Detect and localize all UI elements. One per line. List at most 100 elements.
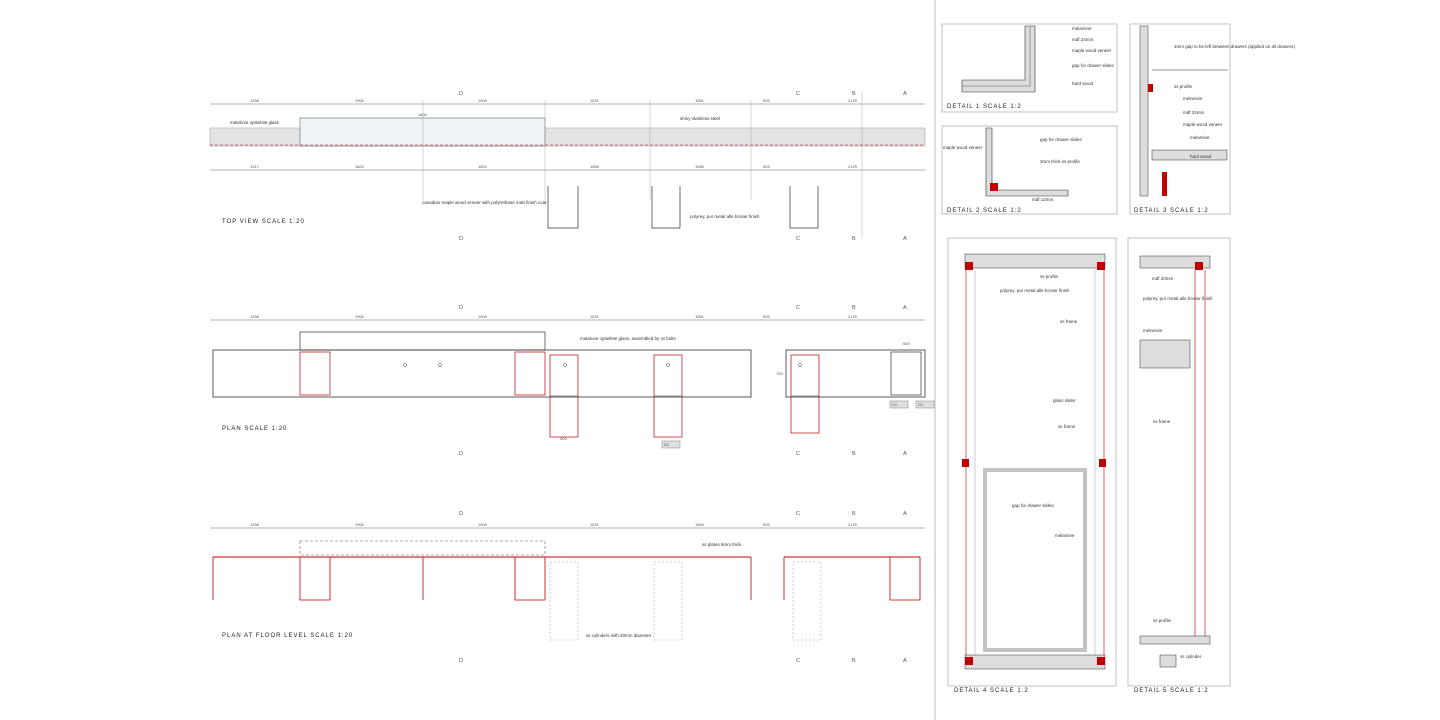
ss-profile [965,657,973,665]
note: ss cylinder [1180,654,1202,659]
dimension-label: 505 [763,522,770,527]
dimension-label: 1900 [355,314,365,319]
dimension-label: 600 [903,341,910,346]
section-marker: A [903,305,907,311]
detail-section [1139,25,1149,197]
note: melamine [1055,533,1075,538]
detail-tag [889,400,909,409]
section-marker: D [459,658,463,664]
note: ss profile [1040,274,1059,279]
leg-outline [889,557,921,601]
note: maple wood veneer [1072,48,1112,53]
section-marker: B [852,305,856,311]
dimension-label: 1564 [695,522,705,527]
stool-footprint [653,561,683,641]
detail-tag-label: D1 [918,402,924,407]
detail-section [961,25,1036,93]
note: ss profile [1174,84,1193,89]
dimension-label: 1804 [478,164,488,169]
section-marker: D [459,91,463,97]
drawer-section [983,468,1087,652]
dimension-label: 2125 [848,98,858,103]
counter-body [212,349,752,398]
stool-outline [547,186,579,229]
dimension-label: 2125 [848,164,858,169]
detail-section [1151,149,1228,161]
section-marker: C [796,236,800,242]
plan-title: PLAN SCALE 1:20 [222,426,287,432]
section-marker: A [903,658,907,664]
note: mdf 12mm [1032,197,1054,202]
dimension-label: 1800 [355,164,365,169]
detail-tag [661,440,681,449]
section-marker: D [459,305,463,311]
section-marker: A [903,236,907,242]
note: ss frame [1153,419,1171,424]
glass-top-dashed [299,540,546,556]
ss-profile [990,183,998,191]
top-view-title: TOP VIEW SCALE 1:20 [222,219,305,225]
dimension-label: 1831 [590,98,600,103]
note: polyrey, pur metal alle broser finish [1143,296,1213,301]
dimension-label: 1900 [355,98,365,103]
bolt [666,363,670,367]
ss-cylinder [1159,654,1177,668]
ss-profile [1195,262,1203,270]
note-ss-cylinders: ss cylinders with 20mm diameter [586,633,652,638]
leg-outline [514,557,546,601]
glass-panel [299,117,546,147]
plan-drawing: D C B A D C B A 1258 1900 1900 1831 1561… [210,305,935,457]
dimension-label: 1831 [590,522,600,527]
section-marker: C [796,658,800,664]
note: glass slider [1053,398,1076,403]
detail-1: melamine mdf 24mm maple wood veneer gap … [941,23,1118,113]
note-steel: shiny stainless steel [680,116,720,121]
detail-tag [915,400,935,409]
detail-title: DETAIL 4 SCALE 1:2 [954,688,1029,694]
dimension-label: 2125 [848,522,858,527]
drawer [514,351,546,396]
note: gap for drawer slides [1072,63,1115,68]
section-marker: D [459,511,463,517]
section-marker: C [796,305,800,311]
counter-body-right [785,349,926,398]
note: ss frame [1060,319,1078,324]
stool-footprint [792,561,822,641]
dimension-label: 505 [763,314,770,319]
section-marker: B [852,511,856,517]
detail-title: DETAIL 5 SCALE 1:2 [1134,688,1209,694]
bolt [438,363,442,367]
top-view-drawing: D C B A D C B A 1258 1900 1900 1831 1561… [209,91,926,242]
detail-4: ss profile polyrey, pur metal alle brose… [947,237,1117,694]
note: melamine [1190,135,1210,140]
dimension-label: 400 [560,436,567,441]
note: ss profile [1153,618,1172,623]
stool-outline [651,186,681,229]
detail-tag-label: D1 [892,402,898,407]
note: maple wood veneer [943,145,983,150]
ss-profile [1099,459,1106,467]
note: melamine [1143,328,1163,333]
note: mdf 24mm [1183,110,1205,115]
dimension-label: 1258 [250,98,260,103]
detail-frame [1127,237,1231,687]
section-marker: B [852,91,856,97]
dimension-label: 505 [763,164,770,169]
ss-profile [1097,657,1105,665]
note: 3mm thick ss profile [1040,159,1080,164]
ss-profile [1162,172,1167,196]
dimension-label: 1831 [590,314,600,319]
drawer [890,351,922,396]
note-glass: mateluxe optiwhite glass [230,120,280,125]
note: mdf 24mm [1072,37,1094,42]
section-marker: A [903,91,907,97]
stool-footprint [549,561,579,641]
detail-3: 1mm gap to be left between drawers (appl… [1129,23,1295,215]
floor-plan-drawing: D C B A D C B A 1258 1900 1900 1831 1564… [210,511,925,664]
ss-profile [962,459,969,467]
dimension-label: 505 [763,98,770,103]
bolt [563,363,567,367]
dimension-label: 700 [776,371,783,376]
bolt [403,363,407,367]
note: hard wood [1190,154,1212,159]
